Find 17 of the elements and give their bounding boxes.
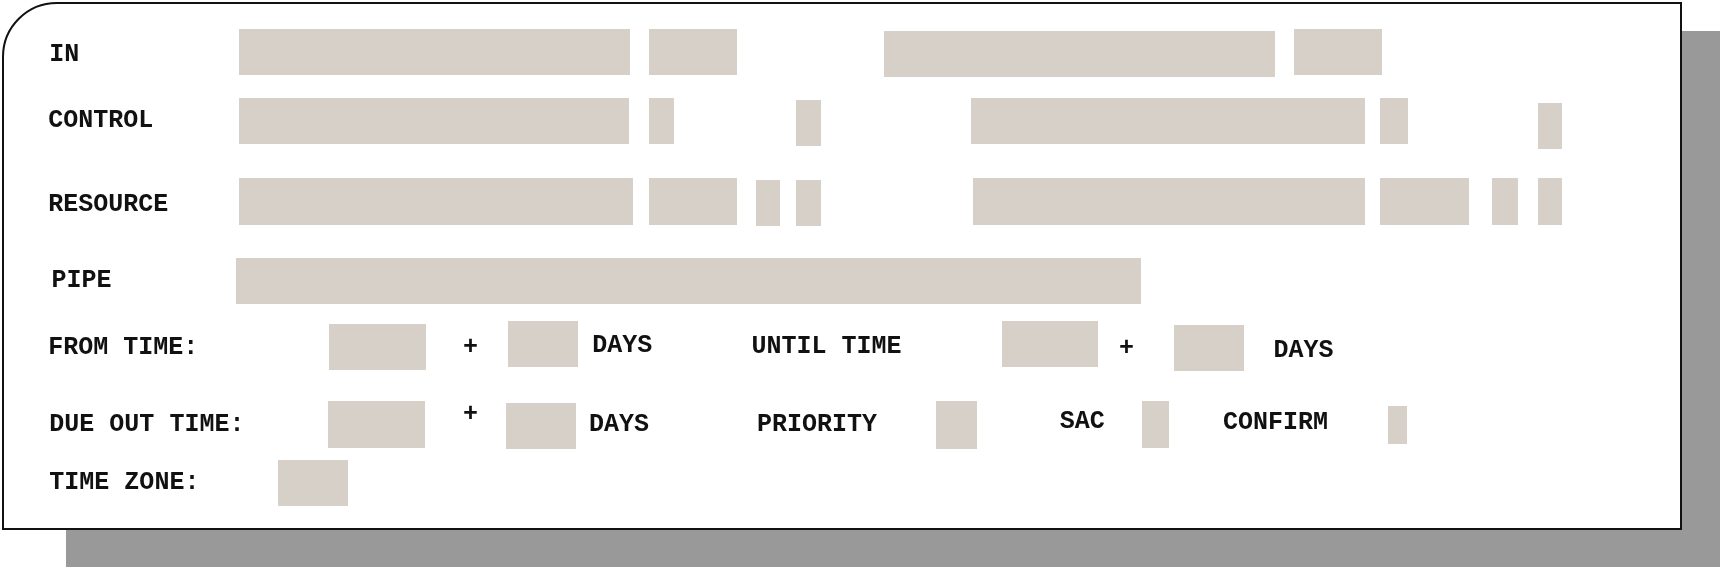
field-label: UNTIL TIME	[751, 332, 902, 361]
field-label: PRIORITY	[756, 410, 877, 439]
field-label: +	[1118, 334, 1134, 363]
field-label: DUE OUT TIME:	[49, 410, 245, 439]
field-label: DAYS	[589, 410, 650, 439]
field-label: RESOURCE	[48, 191, 169, 220]
field-label: FROM TIME:	[48, 333, 199, 362]
field-label: DAYS	[1273, 337, 1334, 365]
field-label: IN	[49, 40, 80, 69]
field-label: CONTROL	[48, 106, 154, 135]
field-label: CONFIRM	[1223, 409, 1329, 438]
field-label: +	[462, 400, 478, 429]
field-label: SAC	[1059, 408, 1105, 437]
field-label: DAYS	[592, 331, 653, 360]
field-label: +	[462, 333, 478, 362]
field-label: PIPE	[51, 266, 112, 295]
field-label: TIME ZONE:	[49, 468, 200, 497]
